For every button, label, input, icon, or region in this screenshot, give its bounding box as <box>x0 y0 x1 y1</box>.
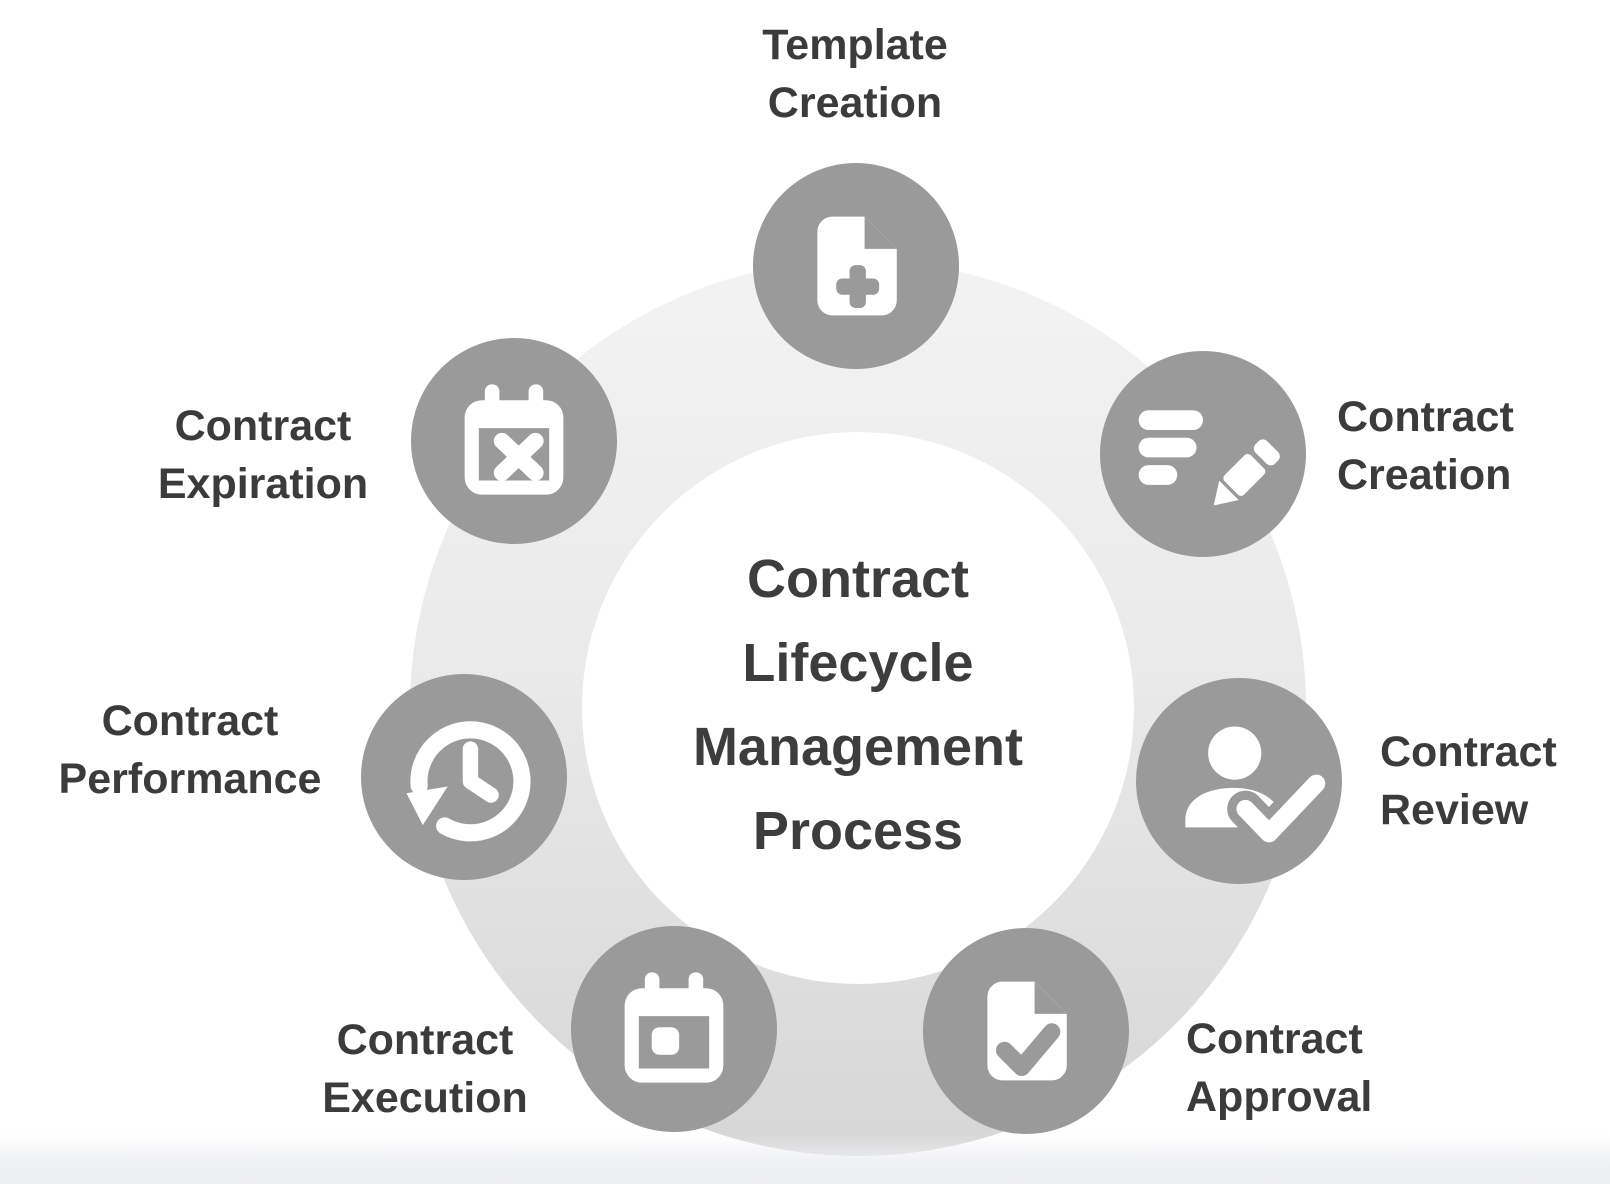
diagram-title: Contract Lifecycle Management Process <box>583 537 1133 873</box>
title-line: Management <box>692 717 1024 777</box>
label-template-creation: Template Creation <box>762 21 948 127</box>
file-check-icon <box>987 981 1067 1081</box>
node-contract-performance <box>361 674 567 880</box>
title-line: Contract <box>746 549 969 609</box>
title-line: Process <box>752 801 964 861</box>
node-contract-execution <box>571 926 777 1132</box>
edit-list-icon <box>1138 410 1280 506</box>
node-template-creation <box>753 163 959 369</box>
label-contract-creation: Contract Creation <box>1337 393 1514 499</box>
label-contract-approval: Contract Approval <box>1186 1015 1373 1121</box>
clock-history-icon <box>406 721 531 842</box>
title-line: Lifecycle <box>742 633 974 693</box>
node-contract-expiration <box>411 338 617 544</box>
calendar-x-icon <box>464 384 564 495</box>
person-check-icon <box>1185 726 1335 852</box>
file-plus-icon <box>817 216 897 316</box>
label-contract-performance: Contract Performance <box>58 697 322 803</box>
calendar-date-icon <box>624 972 724 1083</box>
label-contract-expiration: Contract Expiration <box>157 402 369 508</box>
label-contract-review: Contract Review <box>1380 728 1557 834</box>
bottom-gradient-band <box>0 1134 1610 1184</box>
center-circle <box>582 432 1134 984</box>
node-contract-approval <box>923 928 1129 1134</box>
node-contract-creation <box>1100 351 1306 557</box>
node-contract-review <box>1136 678 1342 884</box>
